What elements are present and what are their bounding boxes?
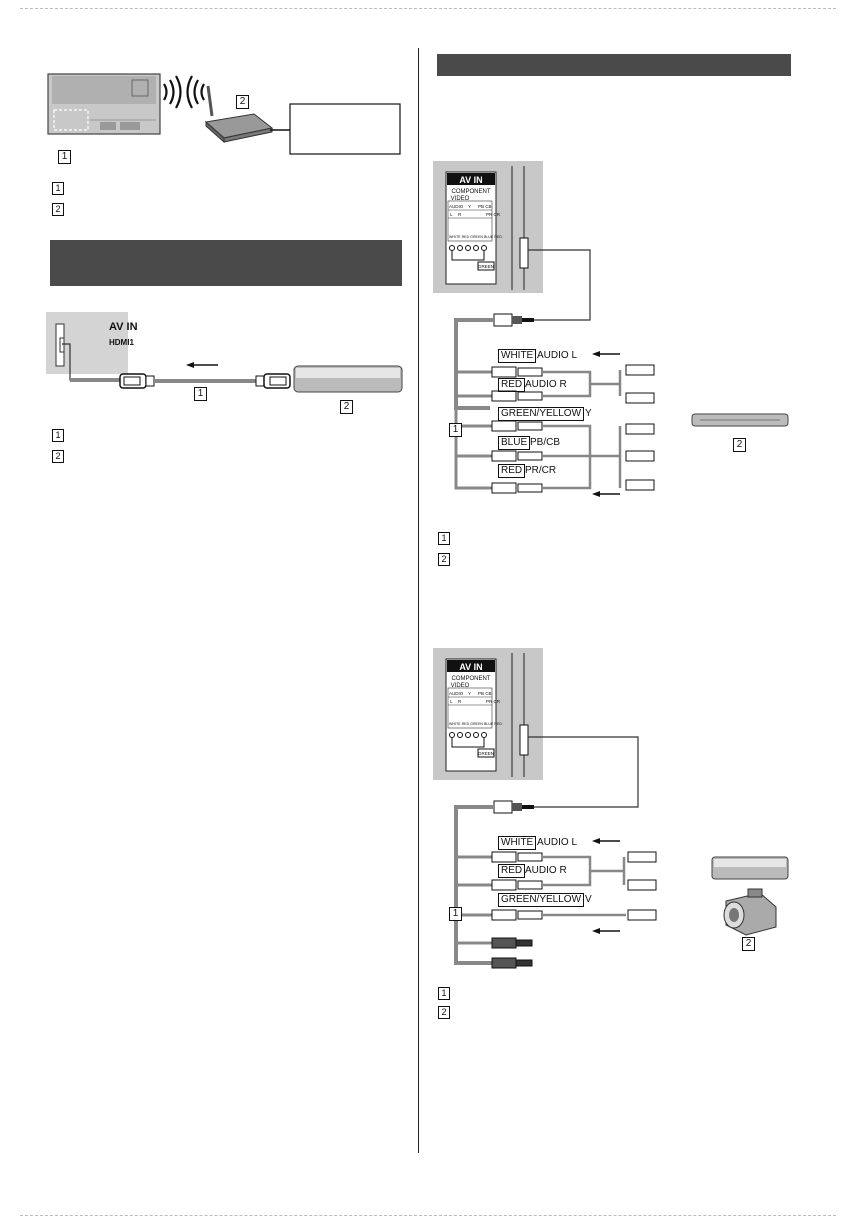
wireless-lan-diagram bbox=[47, 73, 401, 155]
av-panel-y: Y bbox=[468, 204, 471, 209]
marker-hdmi-device: 2 bbox=[340, 400, 353, 414]
marker-router: 2 bbox=[236, 95, 249, 109]
av-panel-rca-colors: WHITE RED GREEN BLUE RED bbox=[449, 235, 502, 239]
rca-plugs-tv-side-icon bbox=[491, 366, 543, 494]
marker-composite-cable: 1 bbox=[449, 907, 462, 921]
column-divider bbox=[418, 48, 419, 1153]
composite-connection-diagram: AV IN COMPONENT VIDEO AUDIO L R Y PB CB … bbox=[433, 648, 789, 969]
label-red-tag: RED bbox=[498, 378, 526, 392]
av-panel-jacks-icon bbox=[449, 732, 487, 748]
playback-device-icon bbox=[293, 365, 403, 393]
label-audio-l: AUDIO L bbox=[537, 350, 578, 361]
label-white-tag: WHITE bbox=[498, 349, 537, 363]
av-panel-l: L bbox=[450, 699, 453, 704]
hdmi-tv-label: AV IN bbox=[109, 321, 138, 333]
av-panel-jacks-icon bbox=[449, 245, 487, 261]
video-deck-icon bbox=[711, 856, 789, 880]
dvd-player-icon bbox=[691, 413, 789, 427]
av-panel-r: R bbox=[458, 699, 462, 704]
label-green-yellow-tag: GREEN/YELLOW bbox=[498, 407, 585, 421]
av-panel-audio: AUDIO bbox=[449, 204, 464, 209]
label-pb-cb: PB/CB bbox=[530, 437, 561, 448]
av-panel-video: VIDEO bbox=[451, 196, 470, 202]
hdmi-connection-diagram bbox=[46, 312, 403, 393]
av-panel-pb: PB CB bbox=[478, 691, 492, 696]
legend-marker-2: 2 bbox=[52, 203, 64, 216]
av-panel-pr: PR CR bbox=[486, 699, 501, 704]
label-y: Y bbox=[585, 408, 592, 419]
av-section-header bbox=[437, 54, 791, 76]
direction-arrow-icon bbox=[592, 838, 620, 844]
hdmi-tv-port: HDMI1 bbox=[109, 338, 134, 347]
label-red2-tag: RED bbox=[498, 464, 526, 478]
label-audio-r: AUDIO R bbox=[525, 379, 567, 390]
marker-hdmi-cable: 1 bbox=[194, 387, 207, 401]
av-panel-rca-colors: WHITE RED GREEN BLUE RED bbox=[449, 722, 502, 726]
marker-video-devices: 2 bbox=[742, 937, 755, 951]
direction-arrow-icon bbox=[592, 491, 620, 497]
av-panel-r: R bbox=[458, 212, 462, 217]
router-icon bbox=[204, 85, 274, 144]
rca-plugs-device-side-icon bbox=[627, 851, 657, 921]
tv-back-icon bbox=[47, 73, 161, 135]
label-v: V bbox=[585, 894, 592, 905]
hdmi-section-header bbox=[50, 240, 402, 286]
top-trim-line bbox=[20, 8, 836, 9]
rca-plugs-tv-side-icon bbox=[491, 851, 543, 921]
component-connection-diagram: AV IN COMPONENT VIDEO AUDIO L R Y PB CB … bbox=[433, 161, 789, 497]
mini-jack-plug-icon bbox=[493, 313, 534, 327]
av-panel-video: VIDEO bbox=[451, 683, 470, 689]
av-panel-pb: PB CB bbox=[478, 204, 492, 209]
marker-component-cable: 1 bbox=[449, 423, 462, 437]
unused-plugs-icon bbox=[491, 937, 533, 969]
label-red-tag: RED bbox=[498, 864, 526, 878]
av-panel-green: GREEN bbox=[478, 751, 494, 756]
av-panel-component: COMPONENT bbox=[452, 189, 491, 195]
internet-box bbox=[289, 103, 401, 155]
legend-marker-1: 1 bbox=[52, 429, 64, 442]
label-audio-r: AUDIO R bbox=[525, 865, 567, 876]
camcorder-icon bbox=[723, 888, 777, 936]
marker-tv-lan: 1 bbox=[58, 150, 71, 164]
av-panel-l: L bbox=[450, 212, 453, 217]
av-panel-title: AV IN bbox=[459, 662, 482, 672]
legend-marker-1: 1 bbox=[438, 987, 450, 1000]
label-blue-tag: BLUE bbox=[498, 436, 531, 450]
legend-marker-1: 1 bbox=[52, 182, 64, 195]
hdmi-plug-device-icon bbox=[255, 373, 291, 389]
direction-arrow-icon bbox=[186, 362, 218, 368]
label-audio-l: AUDIO L bbox=[537, 837, 578, 848]
legend-marker-2: 2 bbox=[52, 450, 64, 463]
av-panel-pr: PR CR bbox=[486, 212, 501, 217]
label-green-yellow-tag: GREEN/YELLOW bbox=[498, 893, 585, 907]
av-panel-component: COMPONENT bbox=[452, 676, 491, 682]
direction-arrow-icon bbox=[592, 351, 620, 357]
av-panel-green: GREEN bbox=[478, 264, 494, 269]
av-panel-audio: AUDIO bbox=[449, 691, 464, 696]
label-pr-cr: PR/CR bbox=[525, 465, 557, 476]
hdmi-plug-tv-icon bbox=[119, 373, 155, 389]
wireless-signal-icon bbox=[163, 75, 205, 109]
label-white-tag: WHITE bbox=[498, 836, 537, 850]
legend-marker-2: 2 bbox=[438, 1006, 450, 1019]
mini-jack-plug-icon bbox=[493, 800, 534, 814]
av-panel-title: AV IN bbox=[459, 175, 482, 185]
legend-marker-1: 1 bbox=[438, 532, 450, 545]
legend-marker-2: 2 bbox=[438, 553, 450, 566]
marker-dvd-player: 2 bbox=[733, 438, 746, 452]
av-panel-y: Y bbox=[468, 691, 471, 696]
rca-plugs-device-side-icon bbox=[625, 364, 655, 491]
direction-arrow-icon bbox=[592, 928, 620, 934]
bottom-trim-line bbox=[20, 1215, 836, 1216]
